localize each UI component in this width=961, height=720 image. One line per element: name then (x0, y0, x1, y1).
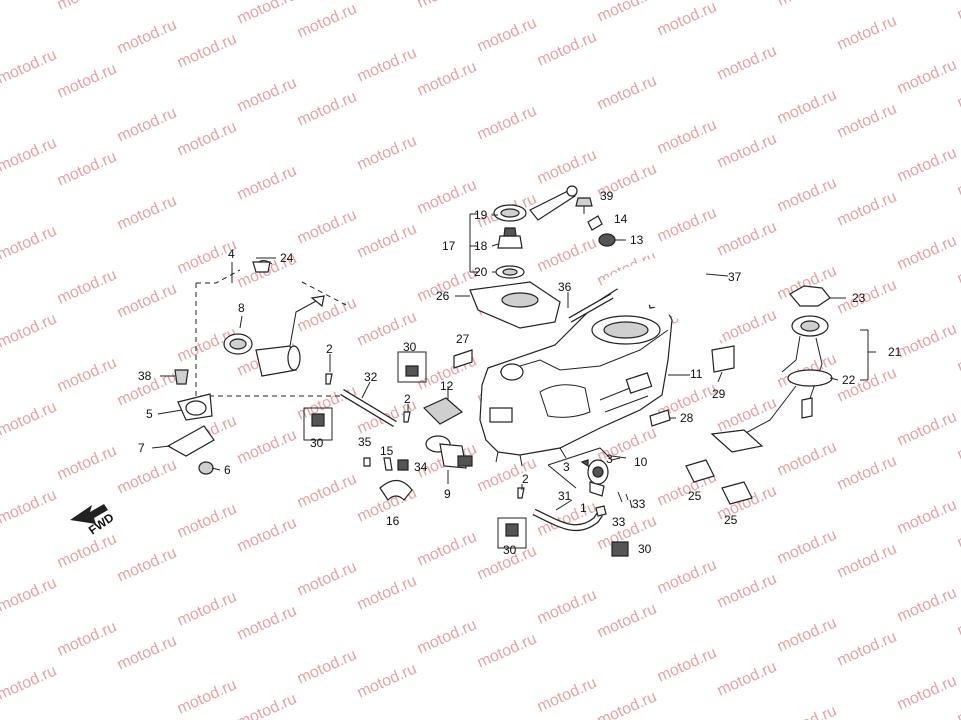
bolt-38 (174, 369, 189, 385)
callout-23: 23 (852, 291, 866, 305)
label-29 (711, 345, 735, 373)
cap-23 (789, 285, 831, 307)
float-arm (710, 429, 764, 453)
callout-8: 8 (238, 301, 245, 315)
callout-3: 3 (563, 460, 570, 474)
callout-15: 15 (380, 444, 394, 458)
fuel-pump-part-8 (223, 295, 325, 377)
fuel-cap-assembly (469, 185, 578, 329)
packing-22 (787, 369, 833, 387)
callout-36: 36 (558, 280, 572, 294)
callout-30: 30 (403, 340, 417, 354)
callout-32: 32 (364, 370, 378, 384)
callout-17: 17 (442, 239, 456, 253)
clip-box-30-c (497, 517, 527, 549)
clip-box-30-b (303, 407, 333, 441)
callout-28: 28 (680, 411, 694, 425)
bracket-17 (469, 213, 478, 273)
callout-30: 30 (310, 436, 324, 450)
washer-14 (587, 215, 603, 231)
fuel-gauge-unit-21 (710, 285, 833, 453)
callout-7: 7 (138, 441, 145, 455)
callout-4: 4 (228, 247, 235, 261)
fuel-cock-part-10 (587, 459, 609, 497)
screws-33 (617, 491, 629, 503)
callout-16: 16 (386, 514, 400, 528)
callout-33: 33 (612, 515, 626, 529)
watermark-text: motod.ru (955, 0, 961, 24)
callout-30: 30 (638, 542, 652, 556)
callout-19: 19 (474, 208, 488, 222)
stay-7 (166, 425, 215, 457)
grommet-13 (598, 233, 616, 247)
clip-1 (595, 505, 607, 517)
callout-30: 30 (503, 543, 517, 557)
fwd-arrow-icon (70, 504, 108, 524)
bracket-4 (195, 269, 347, 397)
callout-13: 13 (630, 233, 644, 247)
leader-37 (705, 273, 729, 277)
screw-15 (383, 457, 393, 471)
callout-21: 21 (888, 345, 902, 359)
callout-34: 34 (414, 460, 428, 474)
callout-33: 33 (632, 497, 646, 511)
callout-39: 39 (600, 189, 614, 203)
callout-3: 3 (606, 452, 613, 466)
bolt-39 (575, 197, 593, 214)
clip-2-a (325, 373, 333, 385)
callout-2: 2 (326, 342, 333, 356)
callout-10: 10 (634, 455, 648, 469)
callout-18: 18 (474, 239, 488, 253)
callout-35: 35 (358, 435, 372, 449)
clip-2-b (403, 411, 411, 423)
band-16 (379, 479, 413, 501)
callout-37: 37 (728, 270, 742, 284)
label-28 (649, 409, 671, 427)
callout-14: 14 (614, 212, 628, 226)
callout-20: 20 (474, 265, 488, 279)
callout-leaders (151, 257, 723, 511)
callout-22: 22 (842, 373, 856, 387)
bracket-10 (547, 447, 621, 489)
callout-6: 6 (224, 463, 231, 477)
pad-25-b (721, 481, 753, 505)
callout-38: 38 (138, 369, 152, 383)
callout-27: 27 (456, 332, 470, 346)
callout-12: 12 (440, 379, 454, 393)
callout-1: 1 (580, 501, 587, 515)
callout-24: 24 (280, 251, 294, 265)
callout-2: 2 (404, 392, 411, 406)
clip-30-d (611, 541, 629, 557)
clip-2-c (517, 487, 525, 499)
screw-35 (363, 457, 371, 467)
clip-box-30-a (397, 351, 427, 383)
pad-25-a (685, 459, 715, 483)
label-27 (453, 349, 473, 369)
callout-9: 9 (444, 487, 451, 501)
rubber-6 (198, 461, 214, 475)
callout-5: 5 (146, 407, 153, 421)
callout-2: 2 (522, 472, 529, 486)
nut-34 (397, 459, 409, 471)
fuel-unit-part-9 (425, 435, 473, 469)
bracket-12 (422, 397, 464, 425)
callout-29: 29 (712, 387, 726, 401)
callout-31: 31 (558, 489, 572, 503)
bracket-21 (860, 329, 876, 381)
callout-25: 25 (688, 489, 702, 503)
callout-11: 11 (690, 367, 703, 381)
callout-26: 26 (436, 289, 450, 303)
callout-25: 25 (724, 513, 738, 527)
